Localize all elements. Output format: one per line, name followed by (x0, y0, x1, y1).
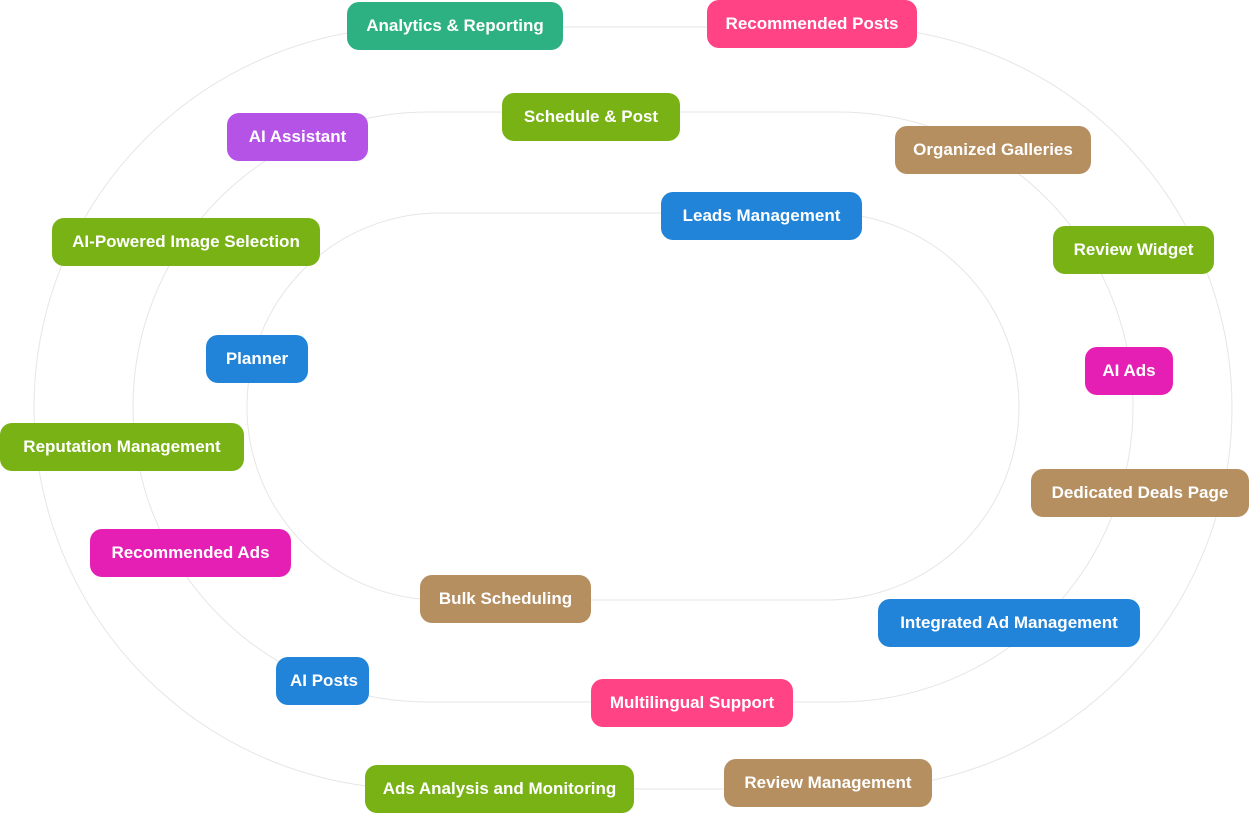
feature-dedicated-deals-page: Dedicated Deals Page (1031, 469, 1249, 517)
feature-leads-management: Leads Management (661, 192, 862, 240)
feature-reputation-management: Reputation Management (0, 423, 244, 471)
feature-analytics-reporting: Analytics & Reporting (347, 2, 563, 50)
feature-integrated-ad-management: Integrated Ad Management (878, 599, 1140, 647)
feature-review-widget: Review Widget (1053, 226, 1214, 274)
feature-ai-image-selection: AI-Powered Image Selection (52, 218, 320, 266)
feature-multilingual-support: Multilingual Support (591, 679, 793, 727)
feature-ai-posts: AI Posts (276, 657, 369, 705)
feature-bulk-scheduling: Bulk Scheduling (420, 575, 591, 623)
feature-recommended-posts: Recommended Posts (707, 0, 917, 48)
feature-organized-galleries: Organized Galleries (895, 126, 1091, 174)
feature-review-management: Review Management (724, 759, 932, 807)
feature-ads-analysis-monitoring: Ads Analysis and Monitoring (365, 765, 634, 813)
feature-schedule-post: Schedule & Post (502, 93, 680, 141)
feature-ai-ads: AI Ads (1085, 347, 1173, 395)
feature-planner: Planner (206, 335, 308, 383)
feature-recommended-ads: Recommended Ads (90, 529, 291, 577)
inner-ring (246, 212, 1020, 601)
feature-ai-assistant: AI Assistant (227, 113, 368, 161)
